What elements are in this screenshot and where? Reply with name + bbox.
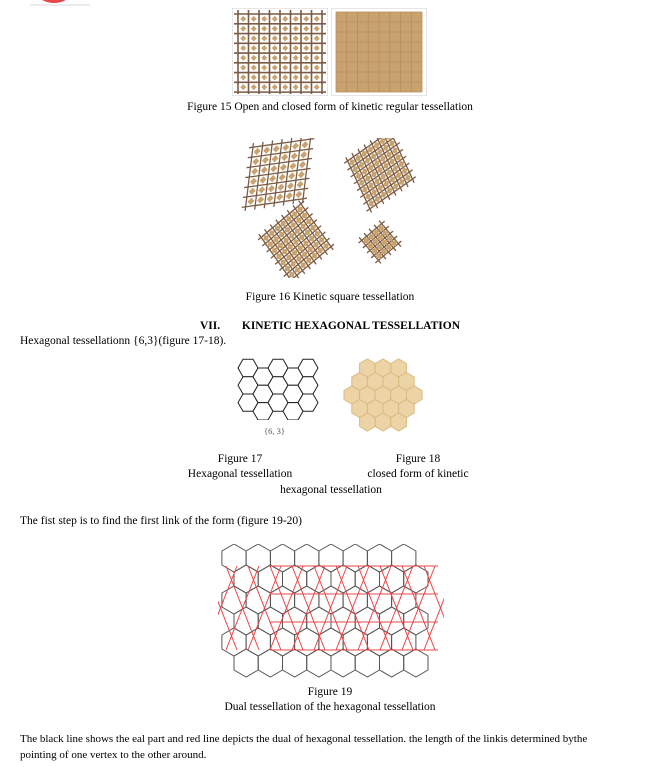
figure-15-open-image xyxy=(232,8,328,96)
figure-19-image xyxy=(218,544,444,680)
section-number: VII. xyxy=(200,320,221,332)
section-heading: VII. KINETIC HEXAGONAL TESSELLATION xyxy=(200,320,460,332)
step-text: The fist step is to find the first link … xyxy=(20,515,303,527)
figure-15-caption: Figure 15 Open and closed form of kineti… xyxy=(187,101,473,113)
closing-paragraph: The black line shows the eal part and re… xyxy=(20,731,645,763)
intro-text: Hexagonal tessellationn {6,3}(figure 17-… xyxy=(20,335,227,347)
figure-19-caption: Dual tessellation of the hexagonal tesse… xyxy=(224,701,436,713)
figure-17-title: Figure 17 xyxy=(217,453,263,465)
figure-17-caption: Hexagonal tessellation xyxy=(187,468,293,480)
logo-fragment xyxy=(30,0,90,6)
figure-17-label: {6, 3} xyxy=(264,426,285,436)
closing-line-2: pointing of one vertex to the other arou… xyxy=(20,749,207,761)
figure-19-title: Figure 19 xyxy=(307,686,353,698)
closing-line-1: The black line shows the eal part and re… xyxy=(20,733,588,745)
figure-15-closed-image xyxy=(331,8,427,96)
figure-18-image xyxy=(336,356,430,440)
figure-16-caption: Figure 16 Kinetic square tessellation xyxy=(245,291,415,303)
figure-17-image xyxy=(236,356,326,420)
figure-18-caption-line2: hexagonal tessellation xyxy=(280,484,382,496)
figure-18-caption-line1: closed form of kinetic xyxy=(367,468,469,480)
figure-16-image xyxy=(230,138,430,278)
section-title: KINETIC HEXAGONAL TESSELLATION xyxy=(241,320,461,332)
figure-18-title: Figure 18 xyxy=(395,453,441,465)
